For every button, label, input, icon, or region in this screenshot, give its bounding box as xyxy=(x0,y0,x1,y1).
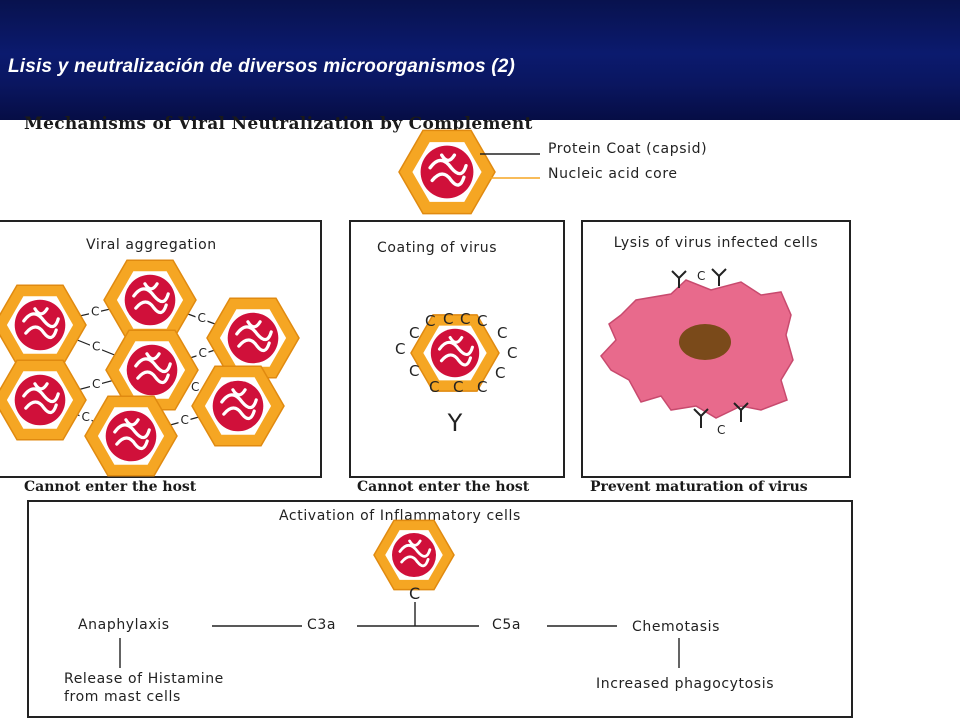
complement-c-label: C xyxy=(395,340,405,358)
complement-c-label: C xyxy=(497,324,507,342)
histamine-label-2: from mast cells xyxy=(64,689,181,705)
caption-lysis: Prevent maturation of virus xyxy=(590,479,808,495)
complement-c-label: C xyxy=(409,324,419,342)
link-gap xyxy=(89,303,101,318)
legend-nucleic-acid: Nucleic acid core xyxy=(548,166,678,182)
complement-c-label: C xyxy=(92,340,100,354)
antibody-icon xyxy=(711,268,727,286)
antibody-icon: Y xyxy=(447,409,463,437)
panel-title-inflammation: Activation of Inflammatory cells xyxy=(279,508,521,524)
panel-viral-aggregation: Viral aggregation xyxy=(0,220,322,478)
histamine-label-1: Release of Histamine xyxy=(64,671,224,687)
link-gap xyxy=(195,310,208,324)
virus-icon xyxy=(206,297,300,379)
complement-c-label: C xyxy=(409,584,421,603)
slide-title: Lisis y neutralización de diversos micro… xyxy=(8,56,516,77)
complement-c-label: C xyxy=(198,311,206,325)
legend-virus-icon xyxy=(398,129,496,215)
link-gap xyxy=(79,409,92,423)
panel-inflammation: Activation of Inflammatory cells xyxy=(27,500,853,718)
virus-icon xyxy=(103,259,197,341)
complement-c-label: C xyxy=(181,413,189,427)
phagocytosis-label: Increased phagocytosis xyxy=(596,676,775,692)
cell-nucleus xyxy=(679,324,731,360)
complement-c-label: C xyxy=(453,378,463,396)
panel-lysis: Lysis of virus infected cells xyxy=(581,220,851,478)
c3a-label: C3a xyxy=(307,617,337,633)
complement-c-label: C xyxy=(92,377,100,391)
c5a-label: C5a xyxy=(492,617,522,633)
panel-coating: Coating of virus xyxy=(349,220,565,478)
link-gap xyxy=(196,345,209,359)
anaphylaxis-label: Anaphylaxis xyxy=(78,617,170,633)
link-gap xyxy=(178,412,191,426)
virus-icon xyxy=(84,395,178,477)
complement-c-label: C xyxy=(443,310,453,328)
complement-c-label: C xyxy=(82,410,90,424)
complement-c-label: C xyxy=(477,312,487,330)
legend-virus-icon xyxy=(398,129,496,215)
panel-title-lysis: Lysis of virus infected cells xyxy=(613,235,819,251)
coated-virus-icon xyxy=(410,314,500,392)
caption-coating: Cannot enter the host xyxy=(357,479,530,495)
antibody-icon xyxy=(693,408,709,428)
link-gap xyxy=(189,379,201,393)
virus-icon xyxy=(105,329,199,411)
complement-c-label: C xyxy=(429,378,439,396)
complement-c-label: C xyxy=(477,378,487,396)
complement-c-label: C xyxy=(460,310,470,328)
slide-header: Lisis y neutralización de diversos micro… xyxy=(0,0,960,120)
legend-protein-coat: Protein Coat (capsid) xyxy=(548,141,708,157)
complement-c-label: C xyxy=(425,312,435,330)
complement-c-label: C xyxy=(495,364,505,382)
virus-icon xyxy=(0,359,87,441)
link-gap xyxy=(90,376,102,390)
panel-title-coating: Coating of virus xyxy=(377,240,498,256)
virus-icon xyxy=(0,284,87,366)
complement-c-label: C xyxy=(409,362,419,380)
panel-title-aggregation: Viral aggregation xyxy=(86,237,217,253)
inflammation-virus-icon xyxy=(373,519,455,591)
antibody-icon xyxy=(671,270,687,288)
figure-title: Mechanisms of Viral Neutralization by Co… xyxy=(24,114,533,134)
legend-lines xyxy=(480,153,540,179)
inflammation-pathway xyxy=(119,519,680,668)
complement-c-label: C xyxy=(697,269,705,283)
complement-c-label: C xyxy=(717,423,725,437)
complement-c-label: C xyxy=(91,305,99,319)
infected-cell: CC xyxy=(600,268,794,437)
virus-icon xyxy=(191,365,285,447)
chemotasis-label: Chemotasis xyxy=(632,619,721,635)
complement-c-label: C xyxy=(191,380,199,394)
antibody-icon xyxy=(733,402,749,422)
complement-c-label: C xyxy=(199,346,207,360)
caption-aggregation: Cannot enter the host xyxy=(24,479,197,495)
complement-c-label: C xyxy=(507,344,517,362)
link-gap xyxy=(90,338,102,353)
